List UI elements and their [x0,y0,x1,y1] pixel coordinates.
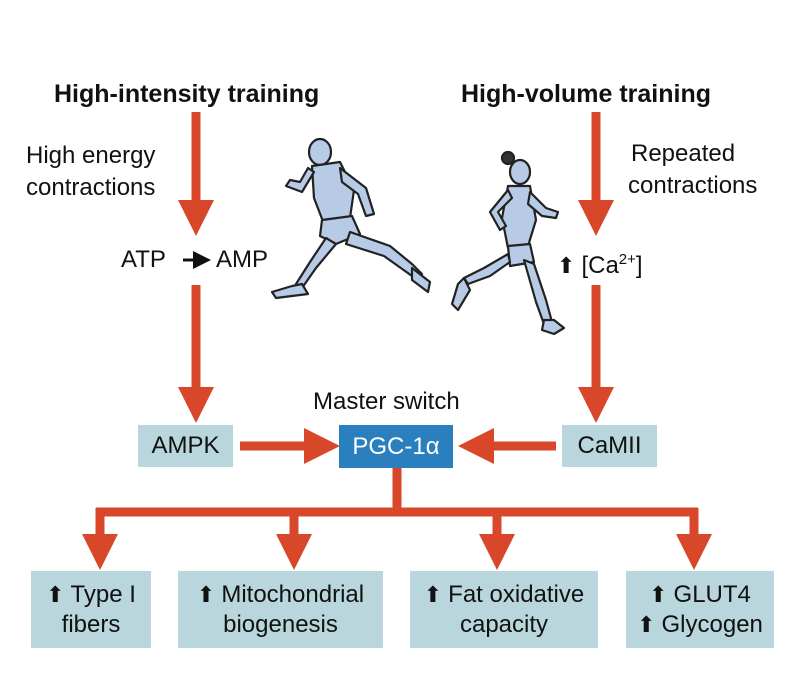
pgc-1a-box: PGC-1α [339,425,453,468]
runner-female-icon [450,150,566,336]
master-switch-label: Master switch [313,388,460,415]
up-arrow-icon: ⬆ [557,253,576,278]
left-stimulus-line2: contractions [26,174,156,201]
title-high-intensity: High-intensity training [54,80,320,108]
up-arrow-icon: ⬆ [637,611,656,637]
camii-box: CaMII [562,425,657,467]
up-arrow-icon: ⬆ [423,581,443,607]
title-high-volume: High-volume training [461,80,711,108]
outcome-fat-oxidative-capacity: ⬆Fat oxidative capacity [410,571,598,648]
outcome-mitochondrial-biogenesis: ⬆Mitochondrial biogenesis [178,571,383,648]
up-arrow-icon: ⬆ [649,581,668,607]
atp-label: ATP [121,246,166,273]
amp-label: AMP [216,246,269,273]
right-stimulus-line2: contractions [628,172,758,199]
calcium-label: ⬆[Ca2+] [557,251,643,279]
ampk-box: AMPK [138,425,233,467]
up-arrow-icon: ⬆ [196,581,216,607]
up-arrow-icon: ⬆ [46,581,65,607]
outcome-glut4-glycogen: ⬆GLUT4 ⬆Glycogen [626,571,774,648]
right-stimulus-line1: Repeated [631,140,736,167]
runner-male-icon [270,137,432,300]
left-stimulus-line1: High energy [26,142,156,169]
outcome-type1-fibers: ⬆Type I fibers [31,571,151,648]
